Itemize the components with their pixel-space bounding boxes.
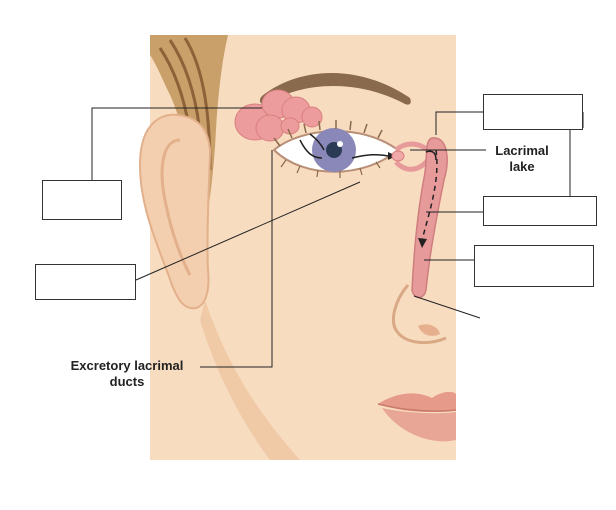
upper-lip (378, 391, 456, 412)
ear (138, 113, 212, 310)
tear-arrow-3 (351, 153, 389, 159)
leader-lines (91, 107, 584, 368)
label-excretory-ducts: Excretory lacrimal ducts (62, 358, 192, 390)
answer-box-nasolacrimal-duct[interactable] (474, 245, 594, 287)
jaw-shadow (200, 300, 300, 460)
duct-flow-arrow (421, 149, 438, 241)
nostril (418, 324, 440, 336)
answer-box-lacrimal-sac[interactable] (483, 196, 597, 226)
label-excretory-line1: Excretory lacrimal (70, 358, 184, 373)
duct-flow-arrowhead (418, 238, 427, 248)
lacrimal-gland (234, 89, 323, 142)
leader-sac (435, 111, 483, 135)
nose-outline (392, 284, 447, 344)
answer-box-lacrimal-canaliculi[interactable] (483, 94, 583, 130)
answer-box-lacrimal-gland[interactable] (42, 180, 122, 220)
answer-box-lacrimal-puncta[interactable] (35, 264, 136, 300)
label-lacrimal-lake-line1: Lacrimal (495, 143, 549, 158)
lacrimal-caruncle (391, 150, 405, 162)
sac-flow-arrow (425, 150, 437, 161)
leader-gland (91, 107, 262, 180)
eyebrow (259, 73, 411, 105)
lip-line (377, 403, 457, 412)
label-lacrimal-lake-line2: lake (509, 159, 535, 174)
ear-inner (160, 138, 192, 276)
leader-puncta (135, 181, 361, 281)
leader-meatus (413, 295, 481, 319)
label-lacrimal-lake: Lacrimal lake (489, 143, 555, 175)
leader-excretory (200, 150, 273, 368)
tear-arrow-1 (299, 139, 323, 159)
eyelashes-lower (280, 159, 381, 178)
lower-lip (382, 408, 456, 442)
eyelashes-upper (273, 120, 383, 147)
eye-highlight (337, 141, 343, 147)
label-excretory-line2: ducts (109, 374, 145, 389)
tear-arrow-2 (309, 133, 325, 151)
